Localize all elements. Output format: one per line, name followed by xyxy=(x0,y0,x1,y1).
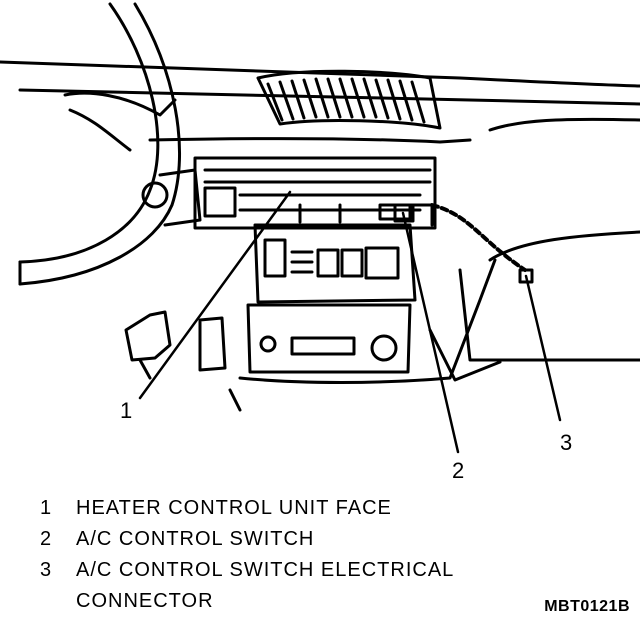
steering-wheel xyxy=(18,2,202,286)
ac-switch xyxy=(393,203,434,227)
callout-2: 2 xyxy=(452,458,464,480)
legend-label: HEATER CONTROL UNIT FACE xyxy=(76,497,392,519)
legend-item-3: 3 A/C CONTROL SWITCH ELECTRICAL xyxy=(40,555,500,586)
legend-label: A/C CONTROL SWITCH xyxy=(76,528,315,550)
callout-3: 3 xyxy=(560,430,572,455)
leader-line-3 xyxy=(524,274,562,422)
legend-number: 3 xyxy=(40,559,53,581)
legend-label-continued: CONNECTOR xyxy=(76,590,214,612)
legend-item-1: 1 HEATER CONTROL UNIT FACE xyxy=(40,493,500,524)
legend-label: A/C CONTROL SWITCH ELECTRICAL xyxy=(76,559,455,581)
air-vent xyxy=(256,69,442,130)
legend-item-3-continued: CONNECTOR xyxy=(40,586,500,617)
figure-code: MBT0121B xyxy=(544,598,630,615)
legend-item-2: 2 A/C CONTROL SWITCH xyxy=(40,524,500,555)
dashboard-top xyxy=(0,60,640,88)
legend-number: 1 xyxy=(40,497,53,519)
leader-line-2 xyxy=(401,211,460,454)
connector-wire xyxy=(430,203,527,272)
pedals xyxy=(124,310,227,380)
electrical-connector xyxy=(518,268,534,284)
center-console xyxy=(228,223,497,412)
legend: 1 HEATER CONTROL UNIT FACE 2 A/C CONTROL… xyxy=(40,493,500,617)
callout-1: 1 xyxy=(120,398,132,423)
heater-control-unit xyxy=(193,156,437,230)
legend-number-spacer xyxy=(40,586,76,617)
legend-number: 2 xyxy=(40,528,53,550)
leader-line-1 xyxy=(138,190,292,400)
dashboard-illustration: 1 2 3 xyxy=(0,2,640,480)
